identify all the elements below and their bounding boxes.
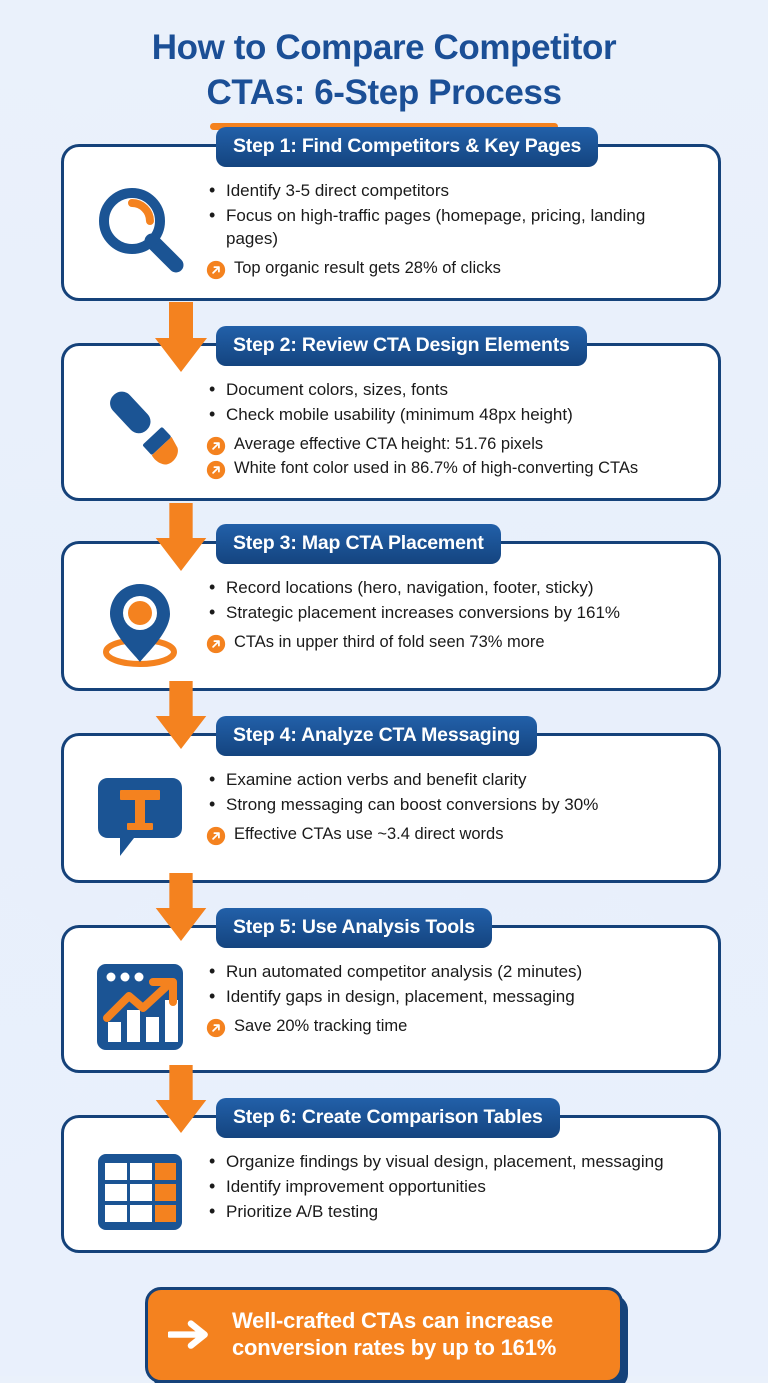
list-item: Examine action verbs and benefit clarity [206, 767, 696, 792]
step-5-content: Run automated competitor analysis (2 min… [206, 958, 702, 1038]
step-1-content: Identify 3-5 direct competitors Focus on… [206, 177, 702, 280]
step-5: Step 5: Use Analysis Tools [47, 908, 721, 1134]
step-1-badge: Step 1: Find Competitors & Key Pages [216, 126, 599, 167]
arrow-up-right-circle-icon [206, 260, 226, 280]
location-pin-icon [103, 584, 177, 668]
list-item: Identify gaps in design, placement, mess… [206, 984, 696, 1009]
connector-arrow-3-to-4 [155, 681, 207, 750]
connector-arrow-2-to-3 [155, 502, 207, 571]
step-5-stat-0: Save 20% tracking time [206, 1016, 696, 1038]
step-2: Step 2: Review CTA Design Elements Docum… [47, 325, 721, 571]
footer-cta-text: Well-crafted CTAs can increase conversio… [232, 1308, 556, 1362]
page-title-line-2: CTAs: 6-Step Process [206, 72, 562, 112]
list-item: Check mobile usability (minimum 48px hei… [206, 402, 696, 427]
footer-cta-line-1: Well-crafted CTAs can increase [232, 1308, 553, 1334]
step-5-card[interactable]: Step 5: Use Analysis Tools [61, 908, 721, 1074]
step-2-badge: Step 2: Review CTA Design Elements [216, 325, 587, 366]
arrow-up-right-circle-icon [206, 460, 226, 480]
arrow-up-right-circle-icon [206, 436, 226, 456]
step-5-badge: Step 5: Use Analysis Tools [216, 908, 492, 949]
step-2-card[interactable]: Step 2: Review CTA Design Elements Docum… [61, 325, 721, 502]
step-2-stat-0: Average effective CTA height: 51.76 pixe… [206, 434, 696, 456]
step-2-icon-wrap [74, 376, 206, 476]
step-4-badge: Step 4: Analyze CTA Messaging [216, 716, 538, 757]
stat-text: Top organic result gets 28% of clicks [234, 258, 501, 277]
list-item: Organize findings by visual design, plac… [206, 1149, 696, 1174]
page-title-line-1: How to Compare Competitor [151, 28, 617, 67]
list-item: Identify 3-5 direct competitors [206, 178, 696, 203]
step-2-stat-1: White font color used in 86.7% of high-c… [206, 458, 696, 480]
footer-cta-banner[interactable]: Well-crafted CTAs can increase conversio… [145, 1287, 623, 1383]
step-5-bullets: Run automated competitor analysis (2 min… [206, 959, 696, 1009]
magnifier-icon [99, 187, 184, 273]
step-6-card[interactable]: Step 6: Create Comparison Tables [61, 1098, 721, 1254]
analytics-chart-icon [97, 964, 183, 1051]
connector-arrow-4-to-5 [155, 873, 207, 942]
step-6-bullets: Organize findings by visual design, plac… [206, 1149, 696, 1224]
step-2-bullets: Document colors, sizes, fonts Check mobi… [206, 377, 696, 427]
step-4: Step 4: Analyze CTA Messaging Examine ac… [47, 716, 721, 942]
step-4-stat-0: Effective CTAs use ~3.4 direct words [206, 824, 696, 846]
arrow-up-right-circle-icon [206, 635, 226, 654]
step-1-bullets: Identify 3-5 direct competitors Focus on… [206, 178, 696, 250]
arrow-up-right-circle-icon [206, 1019, 226, 1038]
list-item: Focus on high-traffic pages (homepage, p… [206, 203, 696, 250]
page-title-block: How to Compare Competitor CTAs: 6-Step P… [0, 0, 768, 130]
list-item: Strategic placement increases conversion… [206, 600, 696, 625]
list-item: Document colors, sizes, fonts [206, 377, 696, 402]
step-4-icon-wrap [74, 766, 206, 862]
list-item: Identify improvement opportunities [206, 1174, 696, 1199]
step-3-icon-wrap [74, 574, 206, 670]
step-6-icon-wrap [74, 1148, 206, 1232]
stat-text: Effective CTAs use ~3.4 direct words [234, 825, 504, 844]
arrow-up-right-circle-icon [206, 827, 226, 846]
footer-cta-wrap: Well-crafted CTAs can increase conversio… [0, 1253, 768, 1383]
step-1-icon-wrap [74, 177, 206, 277]
step-3-stat-0: CTAs in upper third of fold seen 73% mor… [206, 632, 696, 654]
step-3: Step 3: Map CTA Placement Record locatio… [47, 524, 721, 750]
step-4-card[interactable]: Step 4: Analyze CTA Messaging Examine ac… [61, 716, 721, 884]
step-6-content: Organize findings by visual design, plac… [206, 1148, 702, 1227]
step-1-stat-0: Top organic result gets 28% of clicks [206, 258, 696, 280]
step-3-content: Record locations (hero, navigation, foot… [206, 574, 702, 654]
speech-bubble-text-icon [98, 778, 182, 857]
title-underline [210, 122, 558, 130]
step-2-content: Document colors, sizes, fonts Check mobi… [206, 376, 702, 480]
step-3-card[interactable]: Step 3: Map CTA Placement Record locatio… [61, 524, 721, 692]
step-6-badge: Step 6: Create Comparison Tables [216, 1098, 560, 1139]
connector-arrow-1-to-2 [155, 301, 207, 372]
step-1: Step 1: Find Competitors & Key Pages Ide… [47, 126, 721, 372]
right-arrow-icon [168, 1320, 208, 1350]
footer-cta-line-2: conversion rates by up to 161% [232, 1334, 557, 1360]
step-4-bullets: Examine action verbs and benefit clarity… [206, 767, 696, 817]
list-item: Record locations (hero, navigation, foot… [206, 575, 696, 600]
table-grid-icon [98, 1154, 182, 1231]
list-item: Run automated competitor analysis (2 min… [206, 959, 696, 984]
stat-text: White font color used in 86.7% of high-c… [234, 459, 639, 478]
connector-arrow-5-to-6 [155, 1065, 207, 1134]
steps-list: Step 1: Find Competitors & Key Pages Ide… [0, 126, 768, 1254]
list-item: Prioritize A/B testing [206, 1199, 696, 1224]
step-5-icon-wrap [74, 958, 206, 1052]
step-6: Step 6: Create Comparison Tables [47, 1098, 721, 1254]
step-3-badge: Step 3: Map CTA Placement [216, 524, 501, 565]
step-1-card[interactable]: Step 1: Find Competitors & Key Pages Ide… [61, 126, 721, 301]
stat-text: Average effective CTA height: 51.76 pixe… [234, 435, 544, 454]
paintbrush-icon [110, 391, 178, 465]
stat-text: Save 20% tracking time [234, 1017, 408, 1036]
page-title: How to Compare Competitor CTAs: 6-Step P… [40, 26, 728, 116]
step-3-bullets: Record locations (hero, navigation, foot… [206, 575, 696, 625]
step-4-content: Examine action verbs and benefit clarity… [206, 766, 702, 846]
stat-text: CTAs in upper third of fold seen 73% mor… [234, 633, 545, 652]
list-item: Strong messaging can boost conversions b… [206, 792, 696, 817]
